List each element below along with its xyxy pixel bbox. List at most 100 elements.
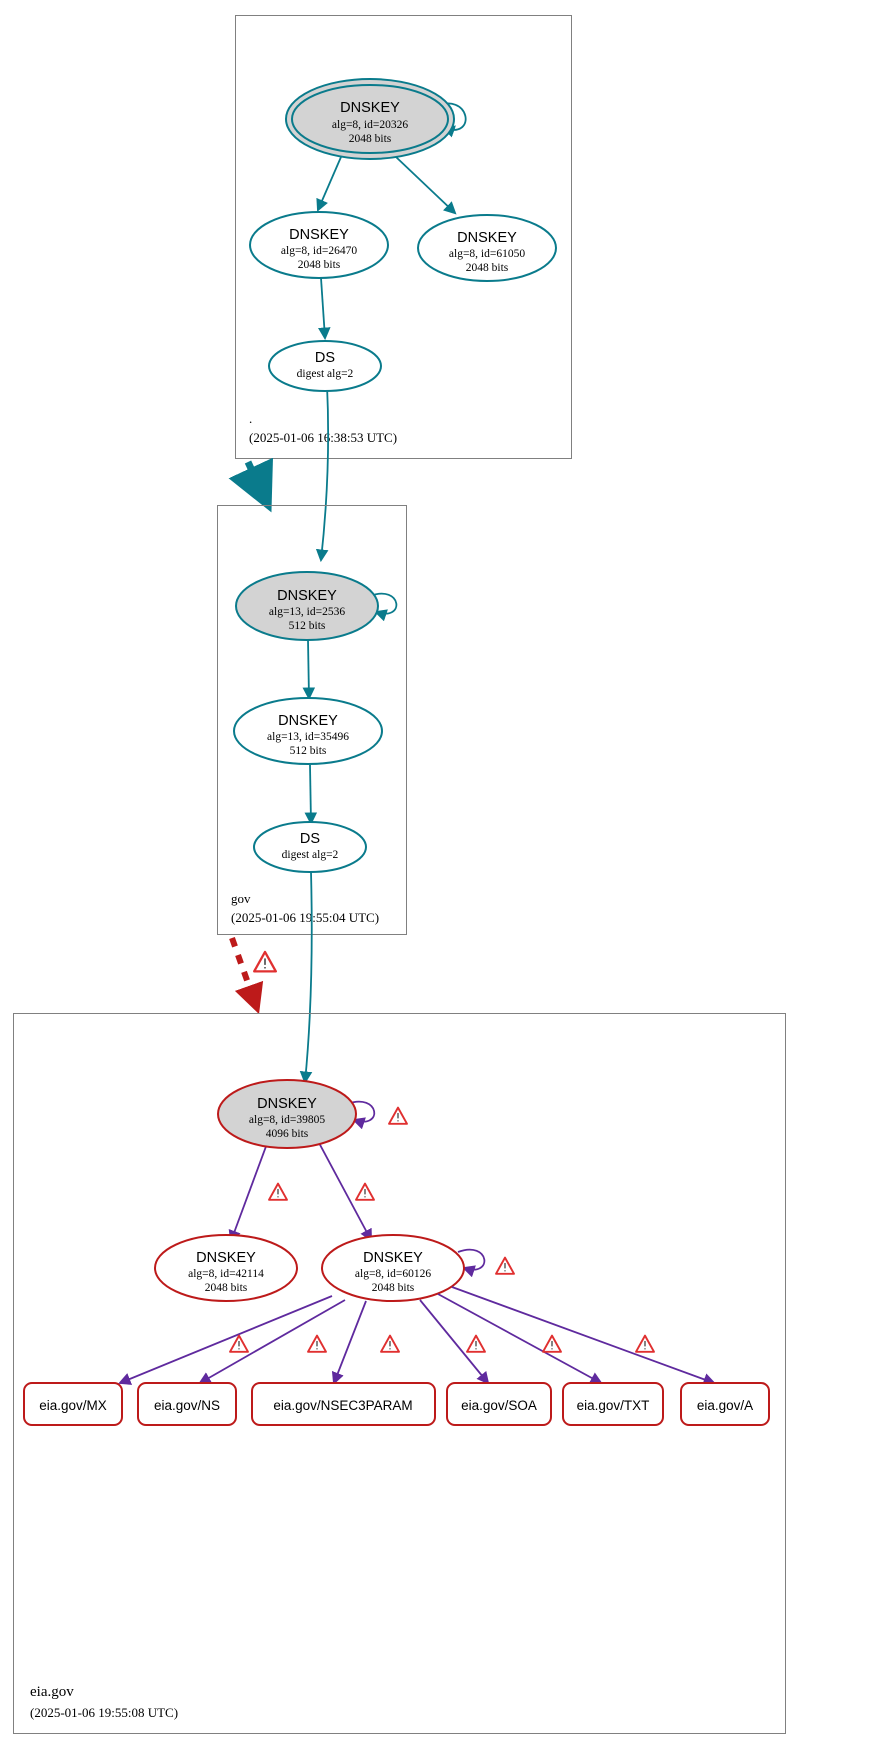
node-root-ds[interactable]: DS digest alg=2 <box>268 340 382 392</box>
rrset-eia-gov-mx[interactable]: eia.gov/MX <box>23 1382 123 1426</box>
edge-root-ksk-to-zsk-61050 <box>395 156 457 215</box>
edge-eia-ksk-to-zsk-42114 <box>228 1140 269 1243</box>
rrset-eia-gov-soa-label: eia.gov/SOA <box>461 1398 537 1413</box>
edge-zsk-to-rrset-ns <box>198 1299 346 1385</box>
node-root-ds-ellipse <box>268 340 382 392</box>
node-eia-ksk-alg: alg=8, id=39805 <box>249 1114 325 1126</box>
zone-eia-gov: eia.gov (2025-01-06 19:55:08 UTC) <box>13 1013 786 1734</box>
node-eia-zsk-42114-title: DNSKEY <box>196 1250 256 1266</box>
self-loop-eia-zsk-60126 <box>457 1248 486 1278</box>
warning-triangle-icon <box>466 1334 486 1353</box>
node-eia-zsk-60126-alg: alg=8, id=60126 <box>355 1268 431 1280</box>
node-root-zsk-26470[interactable]: DNSKEY alg=8, id=26470 2048 bits <box>249 211 389 279</box>
zone-root-timestamp: (2025-01-06 16:38:53 UTC) <box>249 430 397 445</box>
warning-triangle-icon <box>388 1106 408 1125</box>
edge-eia-ksk-to-zsk-60126 <box>317 1140 372 1242</box>
node-eia-zsk-42114[interactable]: DNSKEY alg=8, id=42114 2048 bits <box>154 1234 298 1302</box>
edge-gov-delegation-broken-to-eia <box>229 936 264 1015</box>
rrset-eia-gov-nsec3param-box <box>251 1382 436 1426</box>
warning-triangle-icon <box>495 1256 515 1275</box>
node-gov-ksk-bits: 512 bits <box>289 620 326 632</box>
self-loop-gov-ksk <box>369 592 398 622</box>
rrset-eia-gov-mx-box <box>23 1382 123 1426</box>
node-gov-ksk-alg: alg=13, id=2536 <box>269 606 345 618</box>
node-gov-ksk[interactable]: DNSKEY alg=13, id=2536 512 bits <box>235 571 379 641</box>
node-eia-zsk-42114-ellipse <box>154 1234 298 1302</box>
rrset-eia-gov-nsec3param-label: eia.gov/NSEC3PARAM <box>273 1398 412 1413</box>
node-root-zsk-61050-bits: 2048 bits <box>466 262 509 274</box>
node-gov-ds-ellipse <box>253 821 367 873</box>
node-root-zsk-26470-alg: alg=8, id=26470 <box>281 245 357 257</box>
node-gov-zsk-bits: 512 bits <box>290 745 327 757</box>
zone-root-label: . <box>249 411 252 426</box>
node-gov-zsk-alg: alg=13, id=35496 <box>267 731 349 743</box>
node-gov-zsk-title: DNSKEY <box>278 713 338 729</box>
node-root-ksk[interactable]: DNSKEY alg=8, id=20326 2048 bits <box>285 78 455 160</box>
node-root-ds-digest: digest alg=2 <box>297 368 354 380</box>
node-root-zsk-26470-title: DNSKEY <box>289 227 349 243</box>
rrset-eia-gov-ns-box <box>137 1382 237 1426</box>
node-eia-ksk-title: DNSKEY <box>257 1096 317 1112</box>
node-gov-zsk-ellipse <box>233 697 383 765</box>
zone-eia-gov-timestamp: (2025-01-06 19:55:08 UTC) <box>30 1705 178 1720</box>
node-root-ksk-title: DNSKEY <box>340 100 400 116</box>
rrset-eia-gov-mx-label: eia.gov/MX <box>39 1398 107 1413</box>
rrset-eia-gov-a-label: eia.gov/A <box>697 1398 753 1413</box>
rrset-eia-gov-soa[interactable]: eia.gov/SOA <box>446 1382 552 1426</box>
edge-zsk-to-rrset-txt <box>437 1293 603 1385</box>
rrset-eia-gov-txt[interactable]: eia.gov/TXT <box>562 1382 664 1426</box>
node-gov-ds[interactable]: DS digest alg=2 <box>253 821 367 873</box>
edge-zsk-to-rrset-mx <box>118 1295 333 1385</box>
warning-triangle-icon <box>380 1334 400 1353</box>
node-eia-zsk-60126-bits: 2048 bits <box>372 1282 415 1294</box>
zone-root-border <box>235 15 572 459</box>
node-root-ds-title: DS <box>315 350 335 366</box>
node-gov-zsk[interactable]: DNSKEY alg=13, id=35496 512 bits <box>233 697 383 765</box>
edge-root-ds-to-gov-ksk <box>315 384 330 563</box>
warning-triangle-icon <box>253 950 277 973</box>
rrset-eia-gov-a[interactable]: eia.gov/A <box>680 1382 770 1426</box>
rrset-eia-gov-txt-box <box>562 1382 664 1426</box>
node-eia-ksk[interactable]: DNSKEY alg=8, id=39805 4096 bits <box>217 1079 357 1149</box>
zone-gov-timestamp: (2025-01-06 19:55:04 UTC) <box>231 910 379 925</box>
rrset-eia-gov-ns-label: eia.gov/NS <box>154 1398 220 1413</box>
warning-triangle-icon <box>268 1182 288 1201</box>
zone-eia-gov-border <box>13 1013 786 1734</box>
edge-root-ksk-to-zsk-26470 <box>316 156 342 212</box>
node-eia-zsk-60126-title: DNSKEY <box>363 1250 423 1266</box>
warning-triangle-icon <box>229 1334 249 1353</box>
node-gov-ksk-title: DNSKEY <box>277 588 337 604</box>
node-root-zsk-61050-ellipse <box>417 214 557 282</box>
edge-zsk-to-rrset-soa <box>419 1299 490 1385</box>
node-root-zsk-26470-bits: 2048 bits <box>298 259 341 271</box>
rrset-eia-gov-ns[interactable]: eia.gov/NS <box>137 1382 237 1426</box>
node-root-zsk-61050[interactable]: DNSKEY alg=8, id=61050 2048 bits <box>417 214 557 282</box>
warning-triangle-icon <box>355 1182 375 1201</box>
warning-triangle-icon <box>307 1334 327 1353</box>
self-loop-eia-ksk <box>346 1100 376 1130</box>
edge-gov-ds-to-eia-ksk <box>299 871 313 1085</box>
node-root-zsk-61050-alg: alg=8, id=61050 <box>449 248 525 260</box>
node-gov-ds-title: DS <box>300 831 320 847</box>
node-eia-ksk-bits: 4096 bits <box>266 1128 309 1140</box>
rrset-eia-gov-a-box <box>680 1382 770 1426</box>
edge-root-delegation-to-gov <box>228 457 273 513</box>
zone-eia-gov-label: eia.gov <box>30 1684 74 1700</box>
zone-gov-label: gov <box>231 891 251 906</box>
rrset-eia-gov-soa-box <box>446 1382 552 1426</box>
node-gov-ds-digest: digest alg=2 <box>282 849 339 861</box>
edge-zsk-to-rrset-a <box>451 1286 716 1386</box>
edge-root-zsk-to-ds <box>318 277 331 341</box>
node-gov-ksk-ellipse <box>235 571 379 641</box>
rrset-eia-gov-txt-label: eia.gov/TXT <box>577 1398 650 1413</box>
node-root-zsk-26470-ellipse <box>249 211 389 279</box>
edge-zsk-to-rrset-nsec3param <box>331 1300 367 1385</box>
node-eia-zsk-42114-bits: 2048 bits <box>205 1282 248 1294</box>
warning-triangle-icon <box>542 1334 562 1353</box>
node-root-ksk-inner-ellipse <box>291 84 449 154</box>
edge-gov-zsk-to-ds <box>304 764 318 826</box>
node-eia-zsk-60126[interactable]: DNSKEY alg=8, id=60126 2048 bits <box>321 1234 465 1302</box>
rrset-eia-gov-nsec3param[interactable]: eia.gov/NSEC3PARAM <box>251 1382 436 1426</box>
node-root-ksk-bits: 2048 bits <box>349 133 392 145</box>
